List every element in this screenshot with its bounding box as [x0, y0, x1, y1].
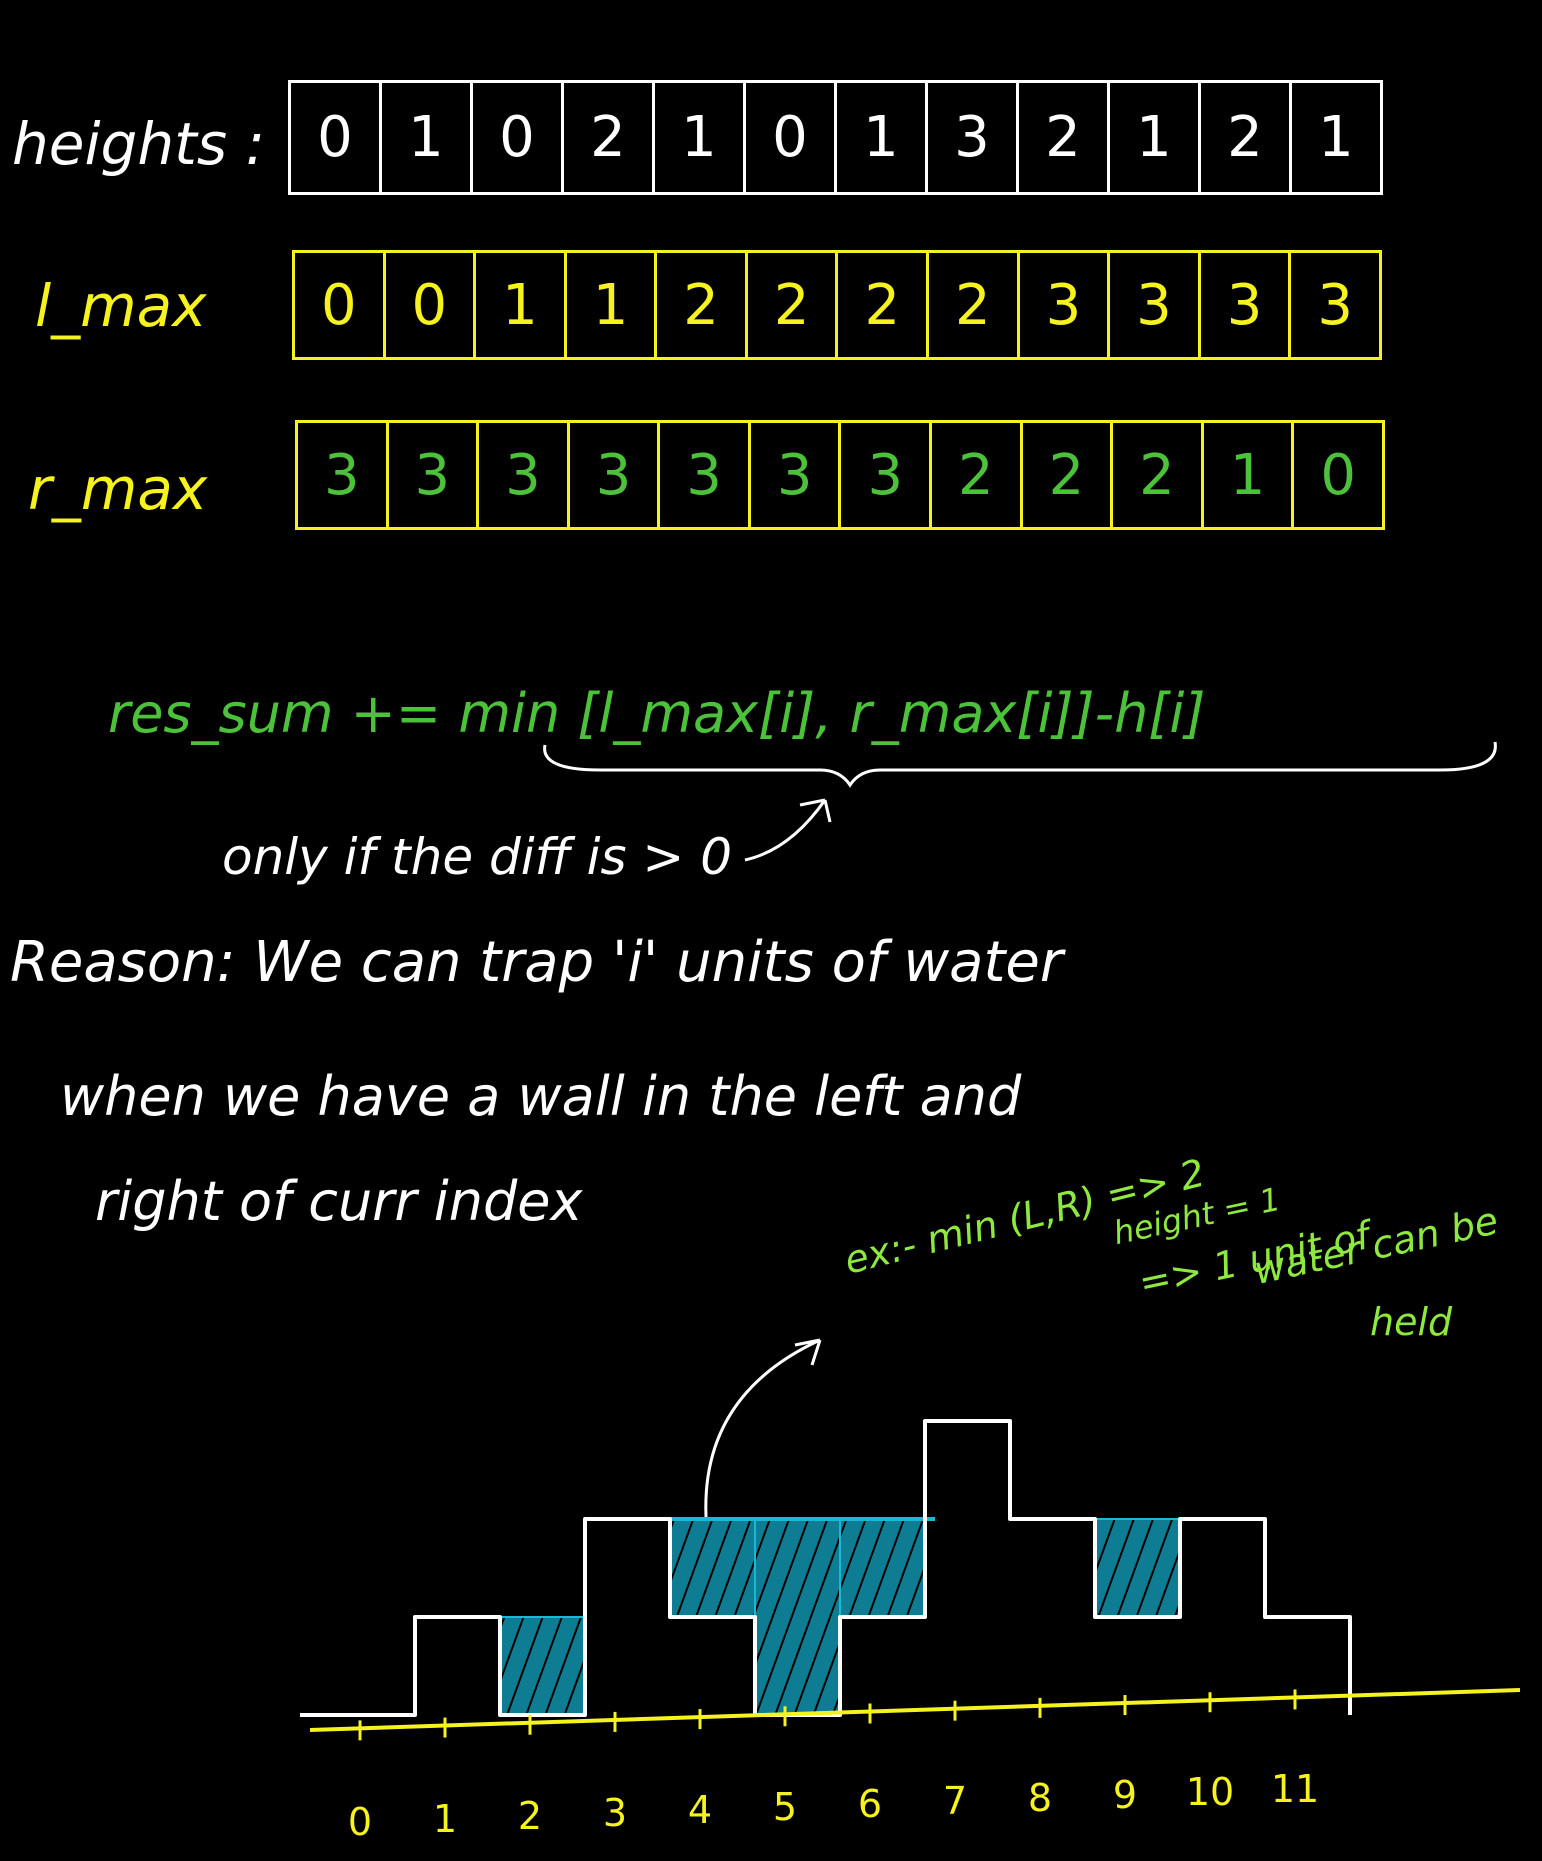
array-label-0: heights :: [12, 110, 266, 178]
x-axis: [309, 1688, 1521, 1732]
array-cell: 3: [660, 423, 751, 527]
array-label-1: l_max: [35, 272, 207, 340]
formula: res_sum += min [l_max[i], r_max[i]]-h[i]: [108, 682, 1206, 745]
array-cell: 0: [746, 83, 837, 192]
formula-underbrace: [543, 741, 1497, 788]
x-tick-label: 8: [1028, 1776, 1052, 1820]
array-cell: 3: [570, 423, 661, 527]
x-tick-label: 9: [1113, 1773, 1137, 1817]
array-cell: 0: [1320, 442, 1356, 508]
diff-arrow: [744, 798, 832, 862]
array-cell: 2: [1113, 423, 1204, 527]
x-tick-label: 10: [1186, 1770, 1234, 1814]
x-tick-label: 6: [858, 1782, 882, 1826]
array-cell: 3: [1110, 253, 1201, 357]
water-cell: [839, 1518, 926, 1618]
array-cell: 3: [751, 423, 842, 527]
reason-line-2: when we have a wall in the left and: [60, 1065, 1022, 1128]
array-cell: 1: [567, 253, 658, 357]
array-cell: 2: [932, 423, 1023, 527]
water-cell: [499, 1616, 586, 1716]
x-tick-label: 3: [603, 1791, 627, 1835]
array-cell: 3: [298, 423, 389, 527]
array-cell: 2: [657, 253, 748, 357]
array-cell: 1: [837, 83, 928, 192]
array-cell: 3: [928, 83, 1019, 192]
reason-line-1: Reason: We can trap 'i' units of water: [10, 930, 1063, 995]
water-cell: [1094, 1518, 1181, 1618]
array-cell: 2: [1201, 83, 1292, 192]
array-cell: 2: [838, 253, 930, 357]
array-cell: 1: [1204, 423, 1295, 527]
array-cell: 2: [1023, 423, 1114, 527]
array-cell: 1: [382, 83, 473, 192]
array-cell: 0: [295, 253, 386, 357]
array-cell: 3: [389, 423, 480, 527]
x-tick-label: 1: [433, 1797, 457, 1841]
array-cell: 2: [748, 253, 839, 357]
x-tick-label: 2: [518, 1794, 542, 1838]
x-tick-label: 5: [773, 1785, 797, 1829]
array-cell: 3: [1317, 272, 1353, 338]
array-cell: 1: [655, 83, 746, 192]
condition-note: only if the diff is > 0: [222, 828, 733, 886]
elevation-outline: [300, 1419, 1352, 1717]
x-tick-label: 11: [1271, 1767, 1319, 1811]
water-cell: [754, 1518, 841, 1716]
array-cell: 1: [1110, 83, 1201, 192]
x-tick-label: 7: [943, 1779, 967, 1823]
array-cell: 0: [473, 83, 564, 192]
array-cell: 3: [1020, 253, 1111, 357]
array-cell: 1: [476, 253, 567, 357]
array-cell: 2: [564, 83, 655, 192]
x-tick-label: 0: [348, 1800, 372, 1844]
x-tick-label: 4: [688, 1788, 712, 1832]
array-label-2: r_max: [28, 455, 208, 523]
example-arrow: [704, 1338, 822, 1541]
array-cell: 3: [1201, 253, 1292, 357]
array-cell: 3: [479, 423, 570, 527]
array-cell: 3: [841, 423, 933, 527]
example-line-4: held: [1370, 1300, 1453, 1344]
array-cell: 2: [929, 253, 1020, 357]
array-cell: 0: [291, 83, 382, 192]
array-cell: 0: [386, 253, 477, 357]
reason-line-3: right of curr index: [95, 1170, 583, 1233]
array-cell: 2: [1019, 83, 1110, 192]
array-cell: 1: [1318, 105, 1354, 170]
water-cell: [669, 1518, 756, 1618]
